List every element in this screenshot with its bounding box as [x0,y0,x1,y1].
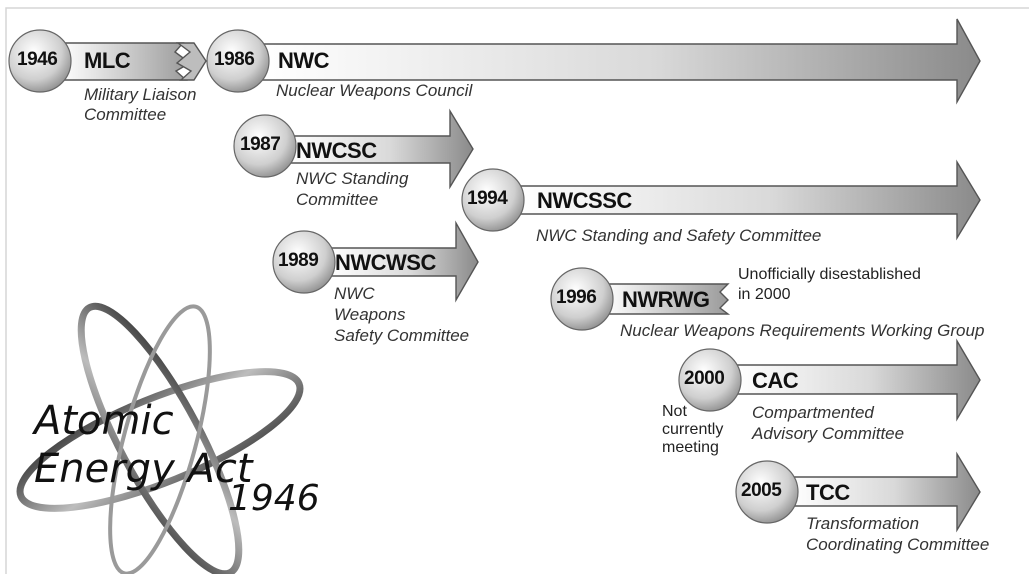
name-nwrwg: Nuclear Weapons Requirements Working Gro… [620,321,985,340]
arrow-nwrwg [604,283,731,315]
year-label-1994: 1994 [467,188,508,209]
year-circle-1946 [8,29,72,93]
name-nwcwsc-line1: NWC [334,284,375,303]
page-border [5,7,1029,574]
year-label-2000: 2000 [684,368,725,389]
arrow-nwcwsc [329,220,479,303]
year-circle-1994 [461,168,525,232]
logo-year: 1946 [228,478,320,519]
acronym-nwcssc: NWCSSC [537,188,632,213]
year-circle-1987 [233,114,297,178]
name-tcc-line1: Transformation [806,514,920,533]
acronym-mlc: MLC [84,48,131,73]
name-tcc-line2: Coordinating Committee [806,535,990,554]
year-circle-1986 [206,29,270,93]
year-label-1996: 1996 [556,287,597,308]
arrow-nwcsc [289,108,474,190]
note-cac-line1: Not [662,403,687,420]
name-nwcsc-line1: NWC Standing [296,169,409,188]
name-nwcwsc-line2: Weapons [334,305,406,324]
acronym-nwrwg: NWRWG [622,287,710,312]
acronym-nwc: NWC [278,48,330,73]
arrow-mlc-tail [175,42,207,81]
name-cac-line1: Compartmented [752,403,874,422]
arrow-nwcssc [517,159,981,241]
note-nwrwg-line2: in 2000 [738,286,791,303]
year-label-1986: 1986 [214,49,255,70]
name-nwcssc: NWC Standing and Safety Committee [536,226,822,245]
logo-line2: Energy Act [34,446,253,492]
arrow-tcc [789,451,981,533]
name-cac-line2: Advisory Committee [752,424,905,443]
year-circle-2000 [678,348,742,412]
arrow-cac [734,338,981,422]
name-nwc: Nuclear Weapons Council [276,81,473,100]
year-circle-1996 [550,267,614,331]
acronym-nwcsc: NWCSC [296,138,377,163]
year-label-1987: 1987 [240,134,281,155]
arrow-nwc [257,18,981,105]
note-cac-line3: meeting [662,439,719,456]
note-cac-line2: currently [662,421,724,438]
acronym-tcc: TCC [806,480,850,505]
year-circle-2005 [735,460,799,524]
name-nwcwsc-line3: Safety Committee [334,326,470,345]
year-label-1989: 1989 [278,250,319,271]
name-mlc-line2: Committee [84,105,167,124]
acronym-nwcwsc: NWCWSC [335,250,436,275]
year-label-2005: 2005 [741,480,782,501]
acronym-cac: CAC [752,368,799,393]
year-label-1946: 1946 [17,49,58,70]
year-circle-1989 [272,230,336,294]
name-mlc-line1: Military Liaison [84,85,197,104]
atom-logo-icon [16,302,304,574]
name-nwcsc-line2: Committee [296,190,379,209]
logo-line1: Atomic [34,398,174,444]
note-nwrwg-line1: Unofficially disestablished [738,266,921,283]
